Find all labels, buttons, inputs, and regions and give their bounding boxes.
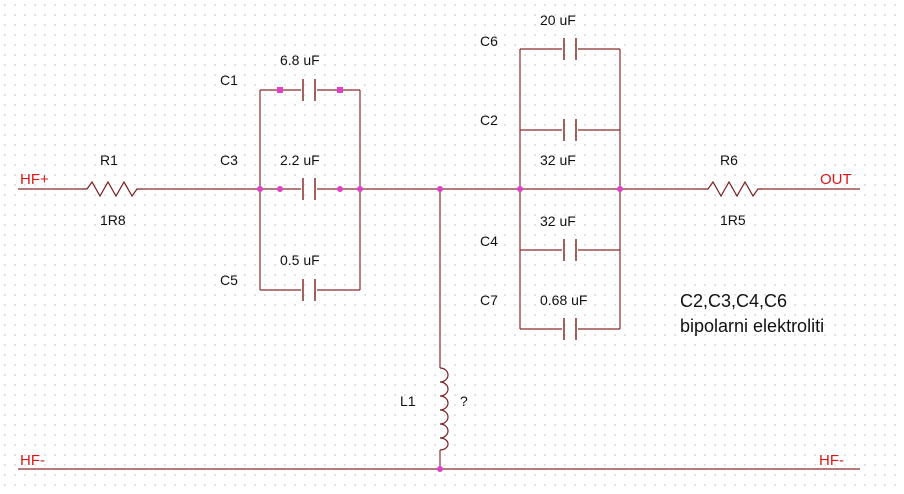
r1-ref: R1 bbox=[100, 152, 118, 168]
capacitor-c2-symbol bbox=[563, 119, 577, 141]
capacitor-c3-symbol bbox=[302, 178, 316, 200]
junction-dot bbox=[277, 186, 283, 192]
junction-dot bbox=[437, 466, 443, 472]
net-label-hf-plus: HF+ bbox=[20, 171, 49, 188]
wires bbox=[18, 48, 860, 470]
junction-dot bbox=[337, 186, 343, 192]
c5-ref: C5 bbox=[220, 272, 238, 288]
c4-value: 32 uF bbox=[540, 213, 576, 229]
selected-pin-marker bbox=[277, 87, 283, 93]
net-label-hf-minus-left: HF- bbox=[20, 452, 45, 469]
r6-ref: R6 bbox=[720, 152, 738, 168]
c2-ref: C2 bbox=[480, 112, 498, 128]
capacitor-c1-symbol bbox=[302, 79, 316, 101]
c4-ref: C4 bbox=[480, 233, 498, 249]
c5-value: 0.5 uF bbox=[280, 252, 320, 268]
c3-ref: C3 bbox=[220, 152, 238, 168]
note-line-1: C2,C3,C4,C6 bbox=[680, 291, 787, 311]
junction-dot bbox=[437, 186, 443, 192]
selected-pin-marker bbox=[337, 87, 343, 93]
capacitor-c7-symbol bbox=[563, 318, 577, 340]
net-label-hf-minus-right: HF- bbox=[819, 452, 844, 469]
resistor-r6-symbol bbox=[703, 180, 763, 198]
junctions bbox=[257, 87, 623, 472]
c6-ref: C6 bbox=[480, 33, 498, 49]
r1-value: 1R8 bbox=[100, 212, 126, 228]
resistor-r1-symbol bbox=[82, 180, 142, 198]
c7-ref: C7 bbox=[480, 292, 498, 308]
junction-dot bbox=[617, 186, 623, 192]
note-line-2: bipolarni elektroliti bbox=[680, 316, 824, 336]
c3-value: 2.2 uF bbox=[280, 152, 320, 168]
capacitor-c5-symbol bbox=[302, 279, 316, 301]
c1-ref: C1 bbox=[220, 72, 238, 88]
c6-value: 20 uF bbox=[540, 12, 576, 28]
c2-value: 32 uF bbox=[540, 152, 576, 168]
junction-dot bbox=[357, 186, 363, 192]
r6-value: 1R5 bbox=[720, 212, 746, 228]
capacitor-c6-symbol bbox=[563, 38, 577, 60]
junction-dot bbox=[517, 186, 523, 192]
l1-ref: L1 bbox=[400, 393, 416, 409]
inductor-l1-symbol bbox=[439, 367, 449, 451]
junction-dot bbox=[257, 186, 263, 192]
l1-value: ? bbox=[460, 393, 468, 409]
c7-value: 0.68 uF bbox=[540, 292, 587, 308]
net-label-out: OUT bbox=[820, 171, 852, 188]
capacitor-c4-symbol bbox=[563, 239, 577, 261]
c1-value: 6.8 uF bbox=[280, 52, 320, 68]
